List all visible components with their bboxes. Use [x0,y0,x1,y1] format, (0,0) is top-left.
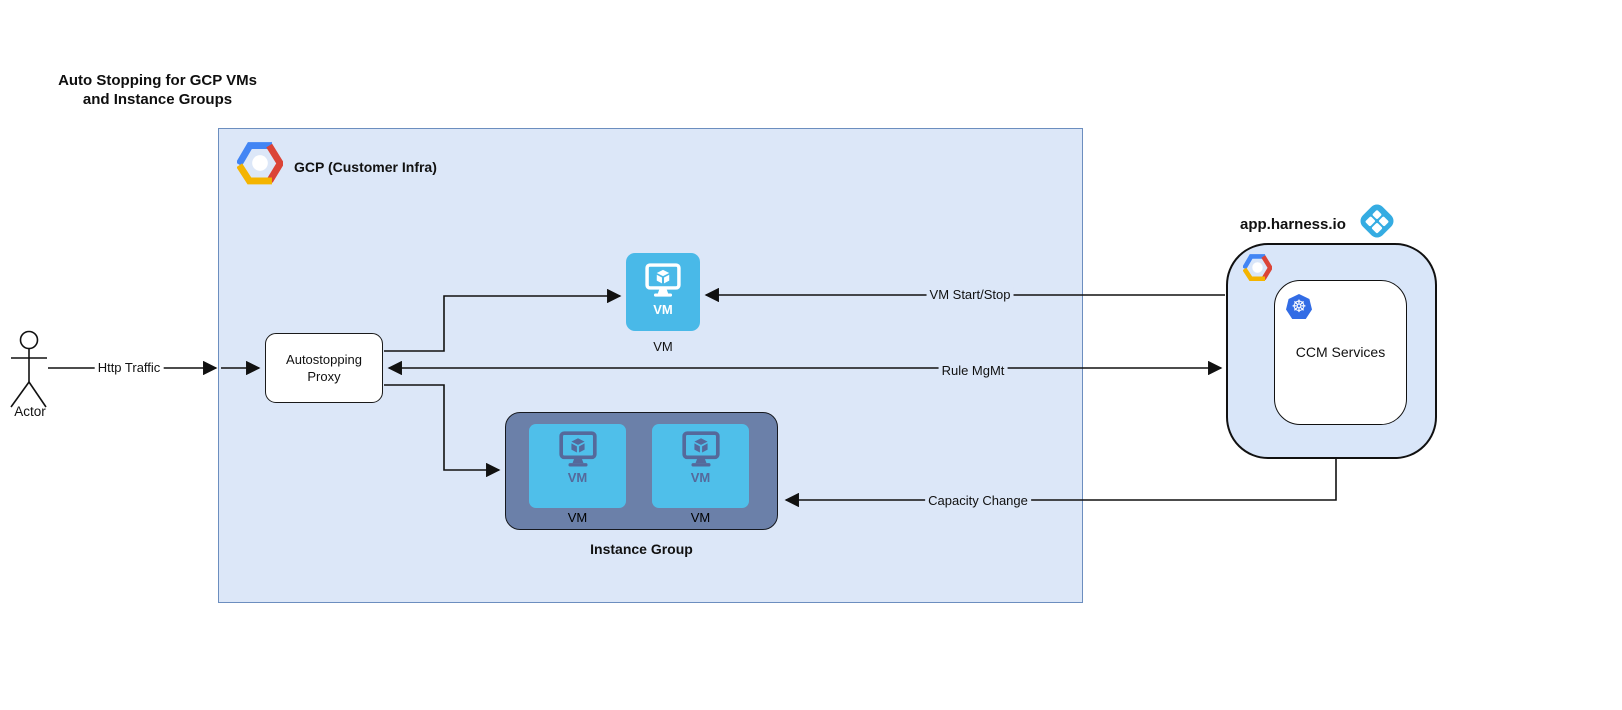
vm-inner-badge: VM [690,470,711,485]
instance-group-label: Instance Group [590,541,693,557]
vm-node: VM [626,253,700,331]
ccm-services-label: CCM Services [1295,344,1386,360]
vm-inner-badge: VM [653,302,673,317]
instance-group-vm-1: VM [529,424,626,508]
vm-inner-badge: VM [567,470,588,485]
proxy-label-line2: Proxy [307,369,341,384]
vm-node-label: VM [653,339,673,354]
instance-group-vm-1-label: VM [567,510,588,525]
harness-logo-icon [1357,201,1397,241]
edge-label-capacity-change: Capacity Change [925,493,1031,508]
vm-monitor-icon [645,263,681,297]
gcp-logo-icon [237,142,283,185]
proxy-label-line1: Autostopping [286,352,362,367]
vm-monitor-icon [681,431,720,467]
diagram-title: Auto Stopping for GCP VMs and Instance G… [30,71,285,109]
harness-domain-label: app.harness.io [1240,216,1346,233]
kubernetes-wheel-glyph: ☸ [1291,297,1307,316]
instance-group-vm-2: VM [652,424,749,508]
vm-monitor-icon [558,431,597,467]
gcp-logo-icon [1243,254,1272,281]
instance-group-node: VM VM VM VM [505,412,778,530]
diagram-title-line1: Auto Stopping for GCP VMs [58,72,257,89]
harness-container: ☸ CCM Services [1226,243,1437,459]
edge-label-http-traffic: Http Traffic [94,360,164,375]
instance-group-vm-2-label: VM [690,510,711,525]
actor-label: Actor [14,404,46,419]
gcp-box-label: GCP (Customer Infra) [294,159,437,175]
kubernetes-icon: ☸ [1286,294,1312,319]
diagram-title-line2: and Instance Groups [82,91,233,108]
actor-figure-icon [10,330,47,408]
ccm-services-node: ☸ CCM Services [1274,280,1407,425]
edge-label-rule-mgmt: Rule MgMt [938,363,1008,378]
edge-label-vm-start-stop: VM Start/Stop [926,287,1014,302]
autostopping-proxy-node: Autostopping Proxy [265,333,383,403]
